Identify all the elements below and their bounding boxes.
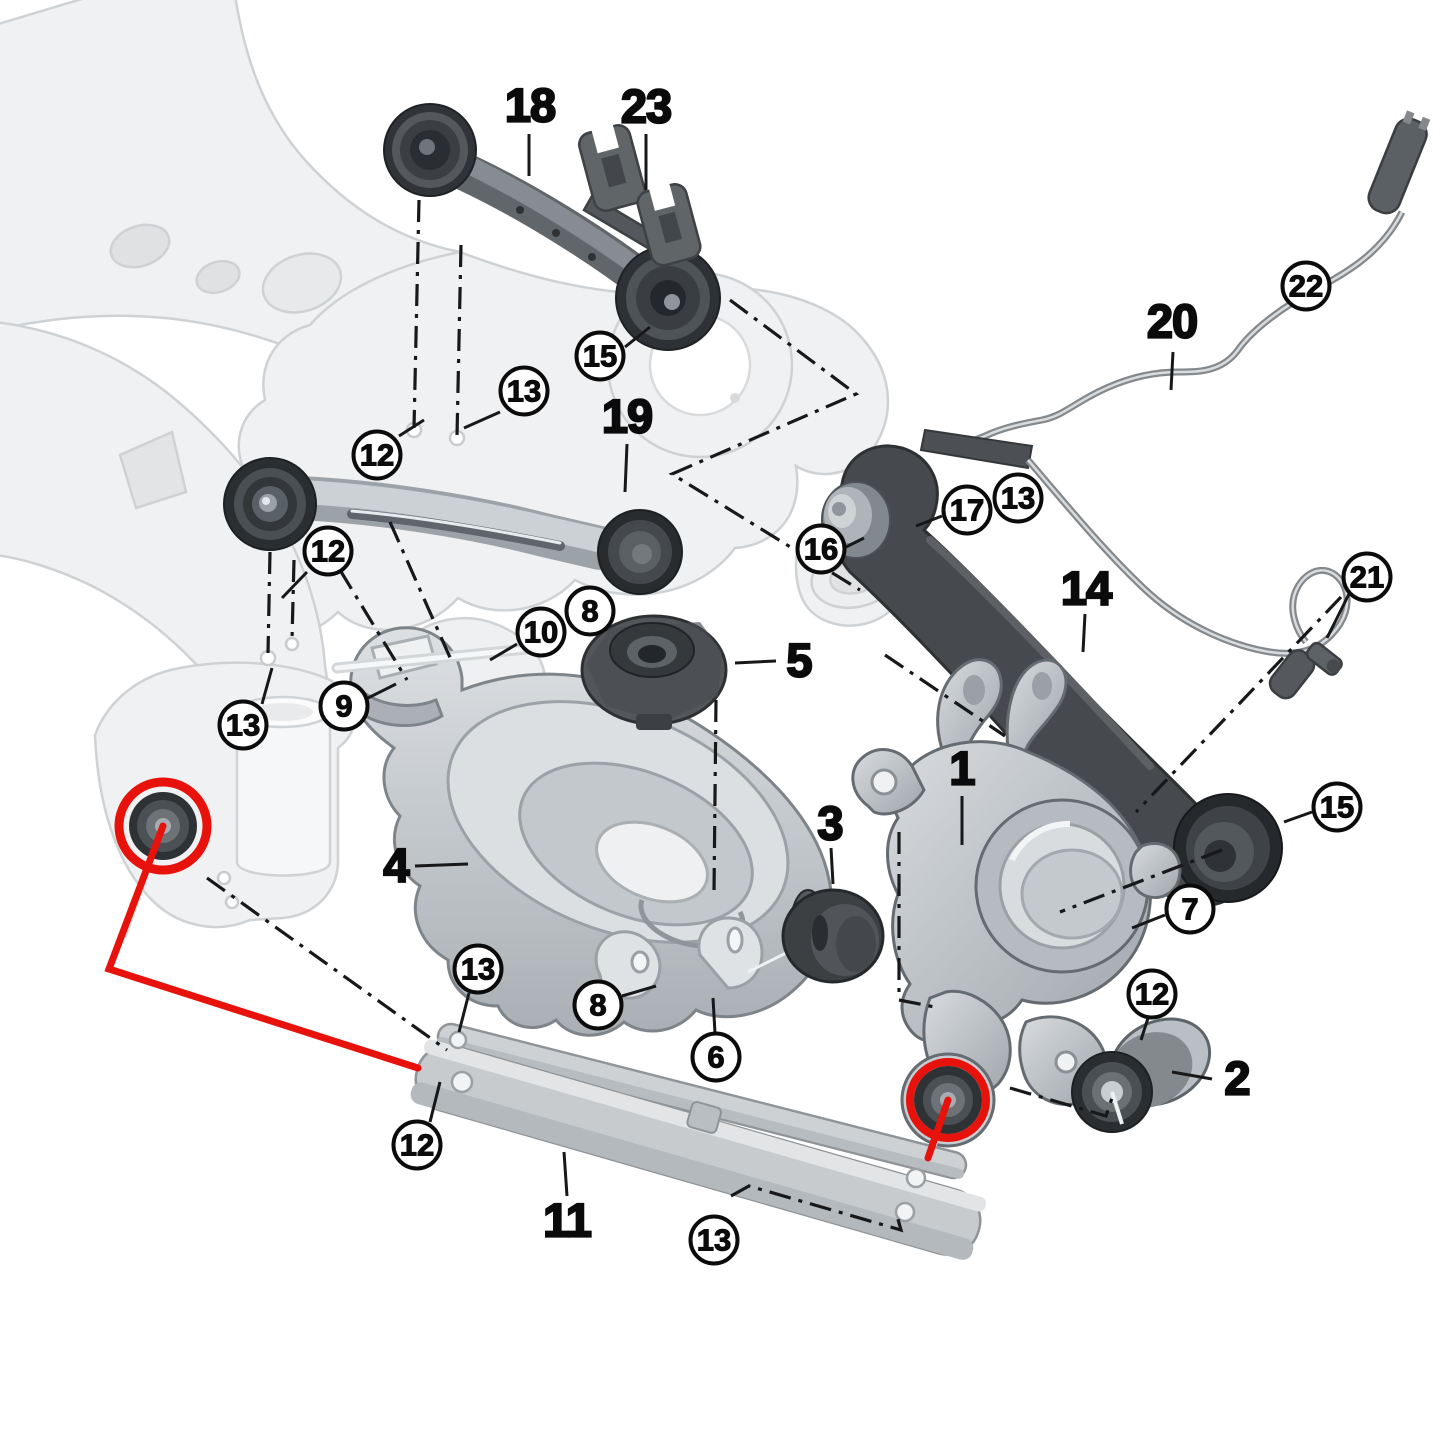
plate-hole: [448, 1030, 468, 1050]
arm18-bushing-rear: [615, 245, 721, 351]
circled-callout-13[interactable]: 13: [217, 699, 269, 751]
knuckle-ear: [1129, 842, 1182, 899]
lower-control-arm-4: [349, 626, 834, 1037]
arm4-bowl-hole: [595, 820, 709, 904]
arm19-bushing-rear: [597, 509, 683, 595]
arm4-tab-slot: [726, 926, 744, 954]
subframe-ghost: [0, 0, 904, 929]
part-number-20[interactable]: 20: [1146, 293, 1199, 348]
red-circle-right: [906, 1058, 990, 1142]
bushing-3: [747, 888, 885, 984]
plate-hole: [894, 1201, 916, 1223]
bracket-hole: [870, 768, 898, 796]
reference-lines: [206, 199, 1343, 1233]
circled-callout-13[interactable]: 13: [452, 943, 504, 995]
hub-bore: [1020, 848, 1124, 940]
part-number-2[interactable]: 2: [1223, 1050, 1251, 1105]
arm4-tab-hole: [630, 950, 650, 974]
circled-callout-7[interactable]: 7: [1164, 883, 1216, 935]
tower-hole: [730, 393, 740, 403]
part-number-5[interactable]: 5: [785, 632, 813, 687]
harness-handle-22: [1367, 110, 1431, 215]
part-number-14[interactable]: 14: [1060, 560, 1113, 615]
fork-hole: [963, 675, 985, 705]
circled-callout-10[interactable]: 10: [515, 606, 567, 658]
arm18-bushing-front: [383, 103, 477, 197]
red-circle-left: [114, 777, 212, 875]
bushing-15-rear: [1173, 793, 1283, 903]
leader-lines: [260, 134, 1351, 1197]
circled-callout-22[interactable]: 22: [1280, 260, 1332, 312]
circled-callout-16[interactable]: 16: [795, 523, 847, 575]
circled-callout-12[interactable]: 12: [351, 429, 403, 481]
beam-hole: [261, 252, 343, 314]
highlight-red: [104, 777, 990, 1162]
control-arm-19: [223, 457, 683, 595]
abs-sensor-21: [1268, 641, 1343, 700]
plate-hole: [905, 1167, 927, 1189]
bracket-cylinder: [235, 710, 332, 877]
beam-hole: [109, 223, 171, 269]
circled-callout-13[interactable]: 13: [992, 472, 1044, 524]
red-connector-line: [104, 822, 422, 1072]
flange-hole: [1054, 1050, 1078, 1074]
arm19-bushing-front: [223, 457, 317, 551]
circled-callout-15[interactable]: 15: [1311, 781, 1363, 833]
arm4-tab-right: [697, 916, 764, 990]
circled-callout-17[interactable]: 17: [941, 484, 993, 536]
knuckle-fork-prong: [936, 658, 1003, 762]
circled-callout-8[interactable]: 8: [572, 979, 624, 1031]
spring-pad-5: [580, 614, 728, 730]
rivet: [588, 253, 596, 261]
rivet: [552, 229, 560, 237]
fork-hole: [1032, 672, 1052, 700]
rivet: [516, 206, 524, 214]
beam-hole: [195, 259, 241, 295]
circled-callout-12[interactable]: 12: [391, 1119, 443, 1171]
circled-callout-9[interactable]: 9: [318, 680, 370, 732]
subframe-lower-beam: [0, 321, 332, 722]
part-number-3[interactable]: 3: [816, 795, 844, 850]
circled-callout-8[interactable]: 8: [564, 585, 616, 637]
cylinder-mouth-inner: [253, 703, 313, 721]
part-number-18[interactable]: 18: [504, 77, 557, 132]
part-number-4[interactable]: 4: [382, 837, 410, 892]
circled-callout-6[interactable]: 6: [690, 1031, 742, 1083]
upper-control-arm-18: [383, 103, 721, 351]
circled-callout-13[interactable]: 13: [688, 1214, 740, 1266]
part-number-19[interactable]: 19: [601, 388, 654, 443]
plate-hole: [450, 1070, 474, 1094]
ghost-bolt-rod: [331, 640, 562, 674]
bolt-hole: [284, 636, 300, 652]
part-number-23[interactable]: 23: [620, 78, 673, 133]
circled-callout-13[interactable]: 13: [498, 365, 550, 417]
arm4-fork-jaw: [358, 686, 444, 727]
part-number-1[interactable]: 1: [948, 740, 976, 795]
part-number-11[interactable]: 11: [542, 1192, 593, 1247]
clip-brackets-23: [577, 120, 702, 267]
circled-callout-12[interactable]: 12: [302, 525, 354, 577]
circled-callout-12[interactable]: 12: [1126, 968, 1178, 1020]
harness-clip: [919, 428, 1034, 470]
bolt-hole: [216, 870, 232, 886]
circled-callout-15[interactable]: 15: [574, 330, 626, 382]
lower-beam-hole: [118, 430, 188, 510]
circled-callout-21[interactable]: 21: [1341, 551, 1393, 603]
red-stub-line: [924, 1096, 952, 1162]
